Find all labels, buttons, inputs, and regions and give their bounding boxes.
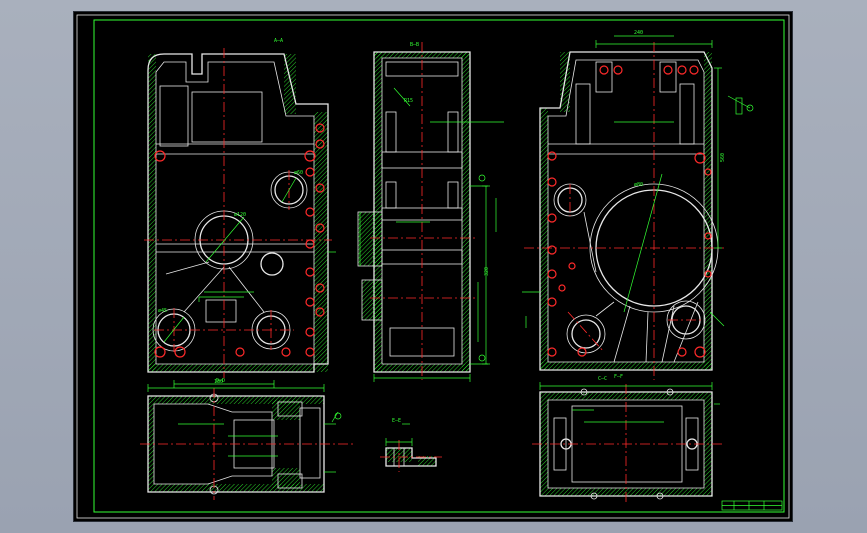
inner-border (93, 19, 785, 513)
dim-label-8: 560 (720, 153, 726, 162)
section-label-f: F—F (614, 374, 623, 380)
section-label-d: D—D (216, 378, 225, 384)
dim-label-7: 320 (484, 267, 490, 276)
dim-label-2: ø80 (634, 182, 643, 188)
detail-view (380, 423, 442, 472)
dim-label-3: ø60 (294, 170, 303, 176)
dim-label-9: R15 (404, 98, 413, 104)
top-section-view (140, 384, 356, 500)
dim-label-6: 240 (634, 30, 643, 36)
section-label-e: E—E (392, 418, 401, 424)
labels: A—A B—B C—C D—D E—E F—F ø120 ø80 ø60 ø45… (158, 30, 726, 424)
bottom-section-view (532, 382, 722, 504)
section-label-a: A—A (274, 38, 283, 44)
outer-border (76, 14, 790, 519)
dim-label-5: 180 (214, 379, 223, 385)
dim-label-4: ø45 (158, 308, 167, 314)
section-label-c: C—C (598, 376, 607, 382)
dim-label-1: ø120 (234, 212, 246, 218)
drawing-sheet[interactable]: A—A B—B C—C D—D E—E F—F ø120 ø80 ø60 ø45… (74, 12, 792, 521)
section-label-b: B—B (410, 42, 419, 48)
front-section-view (144, 48, 336, 388)
title-block (721, 500, 783, 511)
cross-section-view (522, 35, 754, 380)
side-section-view (357, 42, 504, 382)
cad-drawing: A—A B—B C—C D—D E—E F—F ø120 ø80 ø60 ø45… (76, 14, 790, 519)
